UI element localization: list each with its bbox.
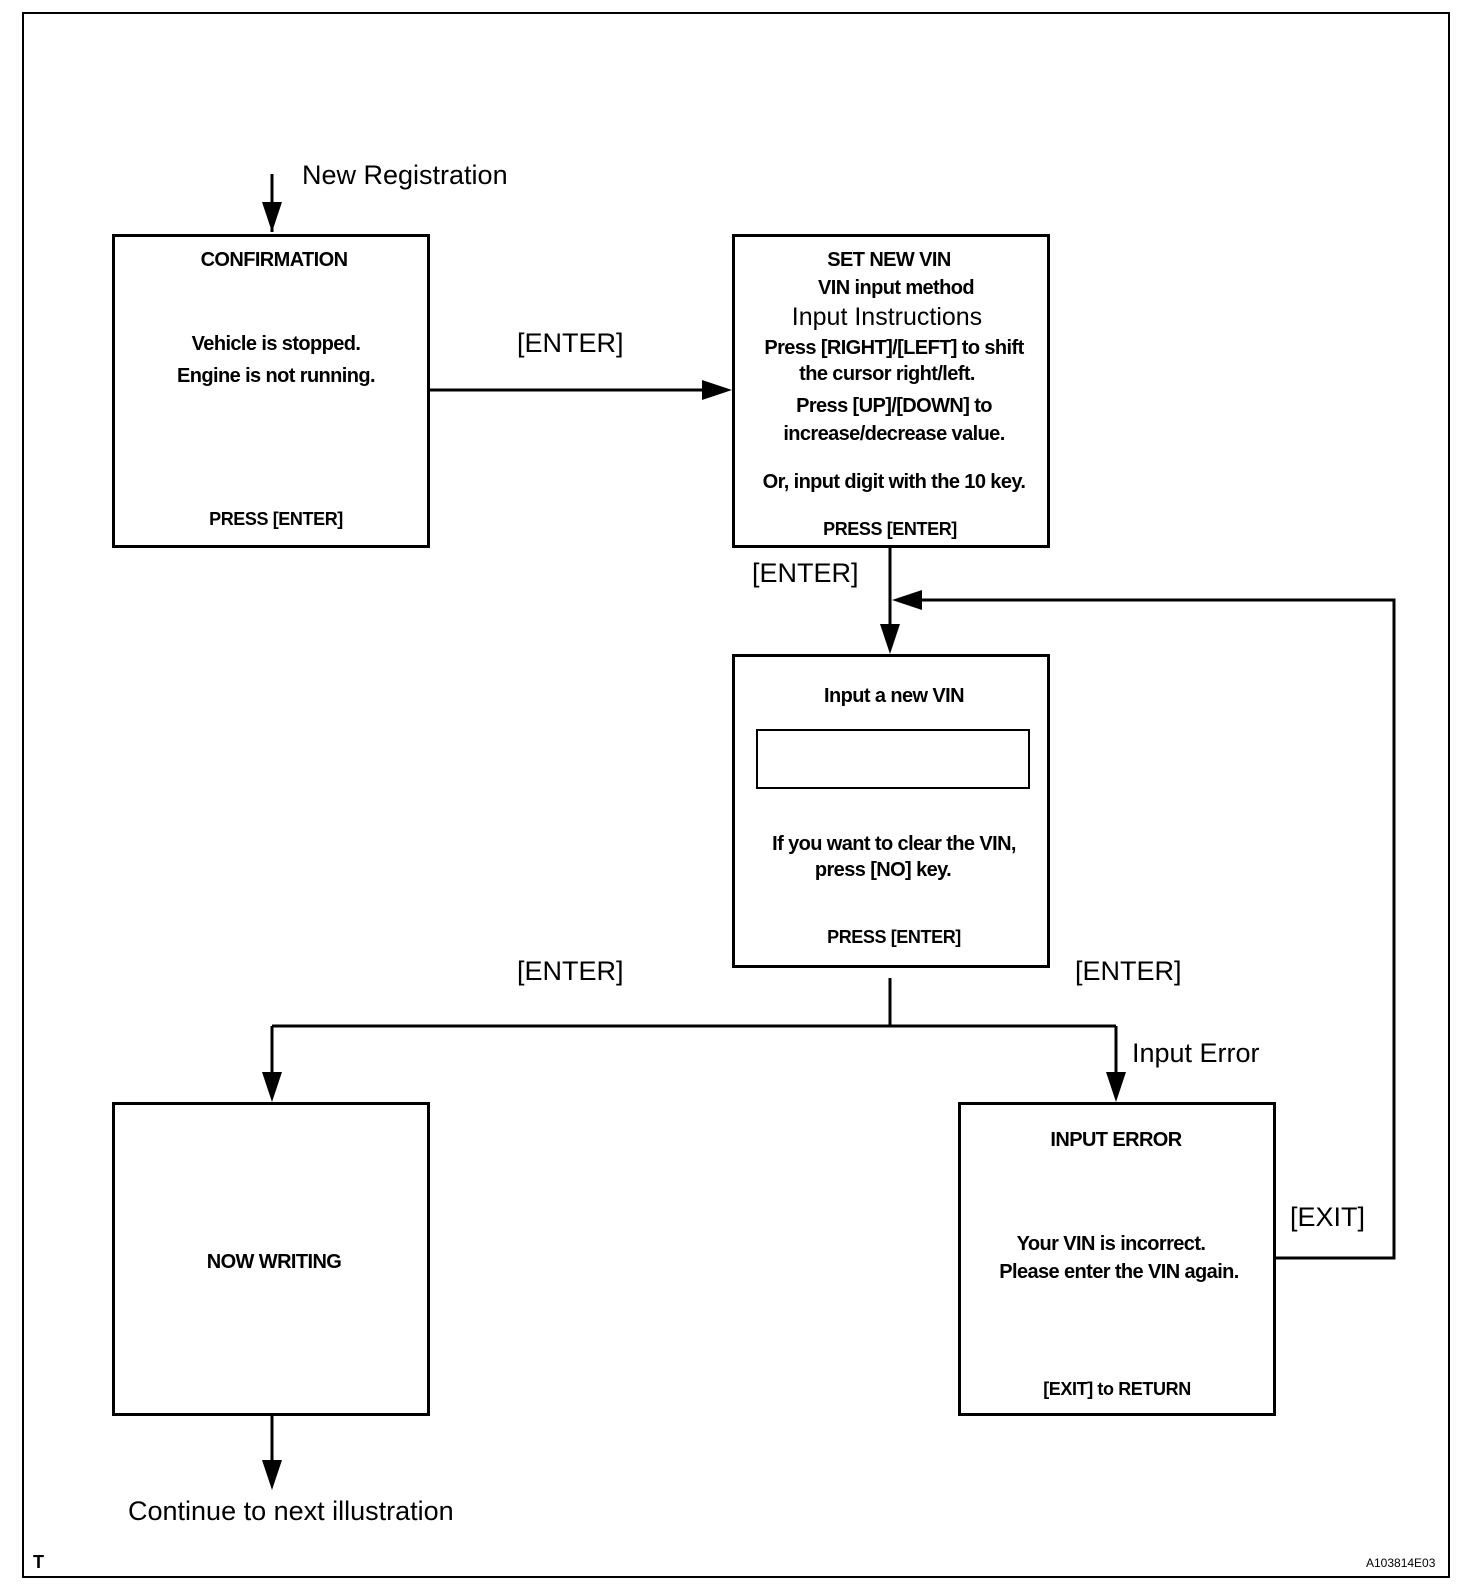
input-vin-line-2: press [NO] key. <box>814 859 952 881</box>
confirmation-footer: PRESS [ENTER] <box>209 509 343 529</box>
input-error-line-2: Please enter the VIN again. <box>999 1261 1239 1283</box>
enter-label-3: [ENTER] <box>517 956 624 986</box>
corner-mark: T <box>33 1552 44 1572</box>
set-new-vin-line-2: the cursor right/left. <box>799 363 975 385</box>
enter-label-1: [ENTER] <box>517 328 624 358</box>
set-new-vin-line-5: Or, input digit with the 10 key. <box>762 471 1026 493</box>
arrowhead-set-vin <box>702 380 732 400</box>
input-vin-title: Input a new VIN <box>824 685 965 707</box>
diagram-frame <box>22 12 1450 1578</box>
input-vin-line-1: If you want to clear the VIN, <box>772 833 1016 855</box>
confirmation-line-2: Engine is not running. <box>177 365 376 387</box>
enter-label-2: [ENTER] <box>752 558 859 588</box>
now-writing-box: NOW WRITING <box>112 1102 430 1416</box>
arrowhead-now-writing <box>262 1072 282 1102</box>
input-vin-footer: PRESS [ENTER] <box>827 927 961 947</box>
confirmation-box: CONFIRMATION Vehicle is stopped. Engine … <box>112 234 430 548</box>
arrowhead-exit-loop <box>892 590 922 610</box>
enter-label-4: [ENTER] <box>1075 956 1182 986</box>
exit-label: [EXIT] <box>1290 1202 1366 1232</box>
input-error-box: INPUT ERROR Your VIN is incorrect. Pleas… <box>958 1102 1276 1416</box>
vin-input-field <box>756 729 1030 789</box>
set-new-vin-footer: PRESS [ENTER] <box>823 519 957 539</box>
confirmation-line-1: Vehicle is stopped. <box>191 333 361 355</box>
input-error-line-1: Your VIN is incorrect. <box>1016 1233 1206 1255</box>
figure-code: A103814E03 <box>1366 1556 1436 1570</box>
input-vin-box: Input a new VIN If you want to clear the… <box>732 654 1050 968</box>
set-new-vin-subtitle: VIN input method <box>818 277 975 299</box>
confirmation-title: CONFIRMATION <box>200 249 348 271</box>
new-registration-label: New Registration <box>302 160 508 190</box>
set-new-vin-line-1: Press [RIGHT]/[LEFT] to shift <box>764 337 1024 359</box>
input-error-title: INPUT ERROR <box>1050 1129 1182 1151</box>
arrowhead-input-vin <box>880 624 900 654</box>
set-new-vin-title: SET NEW VIN <box>827 249 951 271</box>
input-error-label: Input Error <box>1132 1038 1260 1068</box>
continue-label: Continue to next illustration <box>128 1496 454 1526</box>
arrowhead-input-error <box>1106 1072 1126 1102</box>
arrowhead-continue <box>262 1460 282 1490</box>
set-new-vin-box: SET NEW VIN VIN input method Input Instr… <box>732 234 1050 548</box>
input-error-footer: [EXIT] to RETURN <box>1043 1379 1191 1399</box>
now-writing-title: NOW WRITING <box>206 1251 342 1273</box>
set-new-vin-line-3: Press [UP]/[DOWN] to <box>796 395 992 417</box>
set-new-vin-line-4: increase/decrease value. <box>783 423 1005 445</box>
arrowhead-new-registration <box>262 202 282 232</box>
input-instructions-heading: Input Instructions <box>791 303 983 331</box>
exit-loop-line <box>920 598 1396 1260</box>
